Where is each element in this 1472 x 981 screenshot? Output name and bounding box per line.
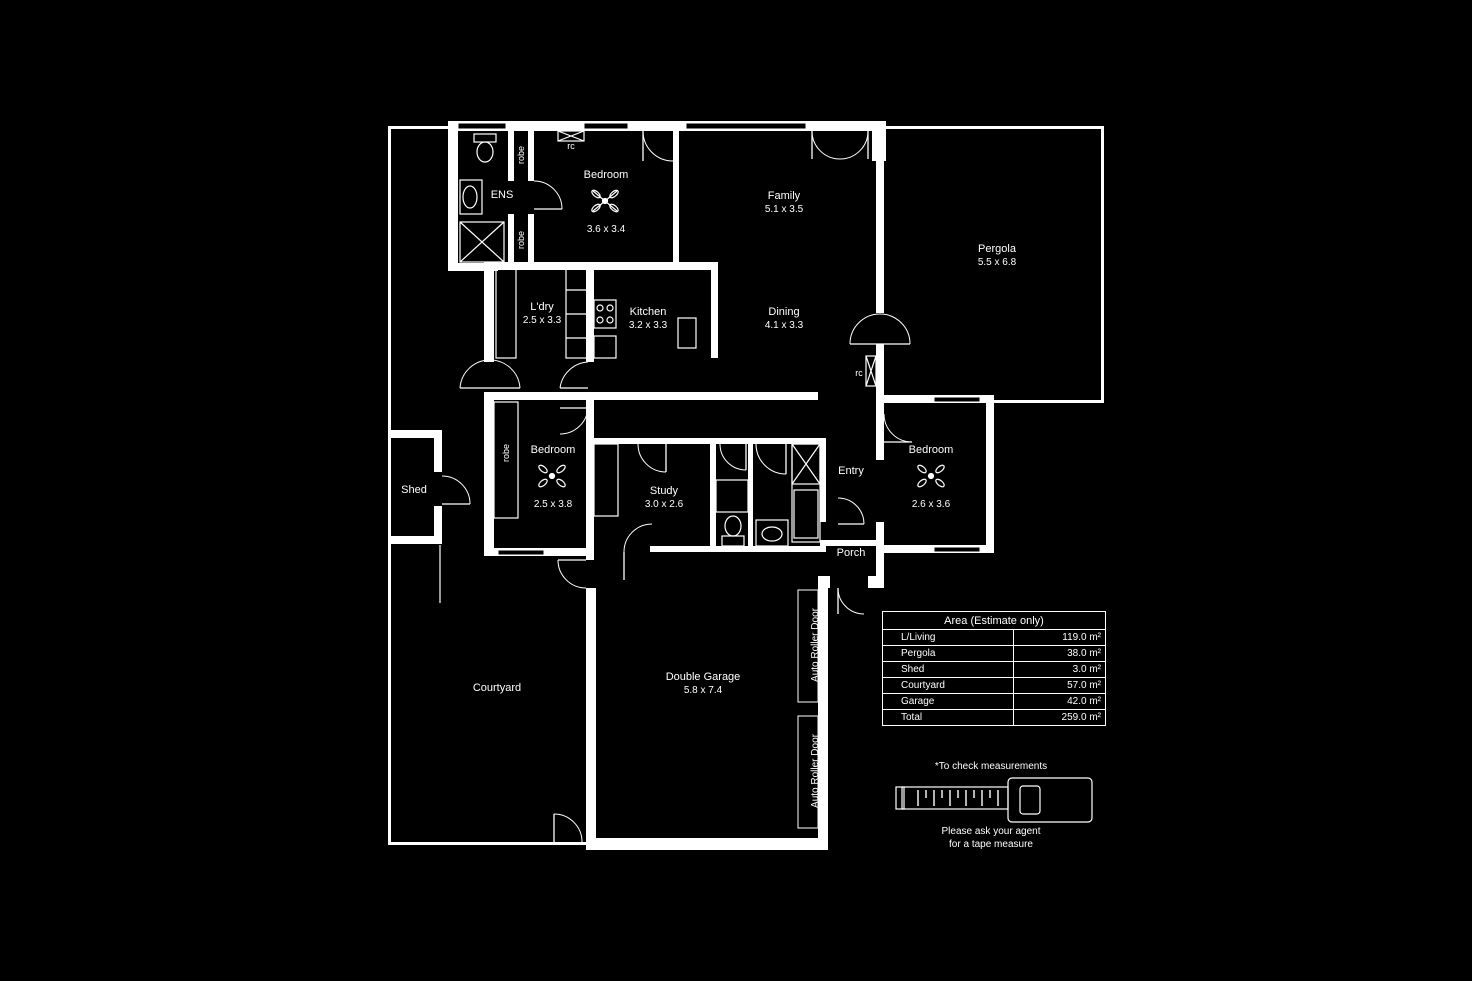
room-label-entry: Entry — [838, 465, 864, 477]
tape-note-top: *To check measurements — [934, 761, 1048, 772]
room-label-bedroom1: Bedroom — [584, 169, 629, 181]
room-dims-bedroom2: 2.5 x 3.8 — [534, 499, 573, 510]
room-label-ens: ENS — [491, 189, 514, 201]
room-dims-bedroom3: 2.6 x 3.6 — [912, 499, 951, 510]
fans — [538, 189, 945, 488]
room-dims-kitchen: 3.2 x 3.3 — [629, 320, 668, 331]
room-dims-study: 3.0 x 2.6 — [645, 499, 684, 510]
room-label-garage: Double Garage — [666, 671, 741, 683]
room-label-porch: Porch — [837, 547, 866, 559]
tape-note-line-2: for a tape measure — [949, 839, 1033, 850]
rc-label-2: rc — [855, 368, 863, 378]
room-label-courtyard: Courtyard — [473, 682, 521, 694]
windows — [457, 122, 981, 829]
room-dims-bedroom1: 3.6 x 3.4 — [587, 224, 626, 235]
fixtures — [459, 130, 877, 547]
room-label-dining: Dining — [768, 306, 799, 318]
room-label-study: Study — [650, 485, 679, 497]
room-label-family: Family — [768, 190, 801, 202]
room-dims-dining: 4.1 x 3.3 — [765, 320, 804, 331]
roller-door-label-1: Auto Roller Door — [810, 607, 821, 682]
room-dims-laundry: 2.5 x 3.3 — [523, 315, 562, 326]
robe-label-1: robe — [516, 146, 526, 164]
room-label-laundry: L'dry — [530, 301, 554, 313]
robe-label-2: robe — [516, 231, 526, 249]
tape-measure-icon — [895, 777, 1093, 823]
room-label-pergola: Pergola — [978, 243, 1017, 255]
room-label-shed: Shed — [401, 484, 427, 496]
roller-door-label-2: Auto Roller Door — [810, 733, 821, 808]
room-dims-family: 5.1 x 3.5 — [765, 204, 804, 215]
tape-note-line-1: Please ask your agent — [941, 826, 1041, 837]
rc-label-1: rc — [567, 141, 575, 151]
tape-note-bottom: Please ask your agent for a tape measure — [900, 825, 1082, 851]
room-dims-garage: 5.8 x 7.4 — [684, 685, 723, 696]
room-label-bedroom2: Bedroom — [531, 444, 576, 456]
doors — [441, 130, 913, 843]
robe-label-3: robe — [501, 444, 511, 462]
room-labels: Bedroom 3.6 x 3.4 ENS Family 5.1 x 3.5 P… — [401, 141, 1017, 808]
room-dims-pergola: 5.5 x 6.8 — [978, 257, 1017, 268]
room-label-bedroom3: Bedroom — [909, 444, 954, 456]
area-table-title: Area (Estimate only) — [882, 611, 1106, 630]
room-label-kitchen: Kitchen — [630, 306, 667, 318]
